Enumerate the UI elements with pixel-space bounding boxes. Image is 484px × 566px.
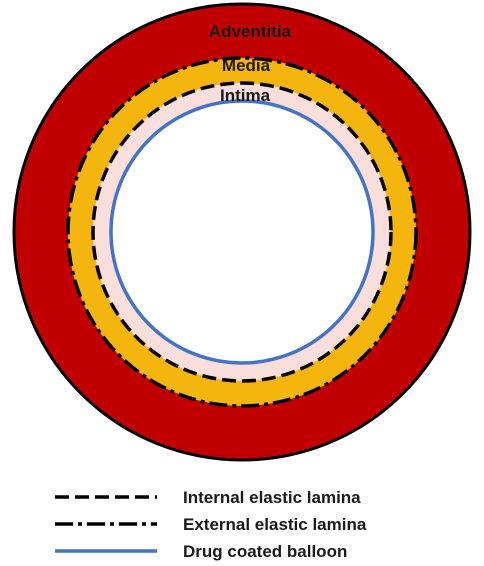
legend: Internal elastic lamina External elastic… [55,488,367,561]
legend-internal-elastic-lamina-label: Internal elastic lamina [183,488,361,507]
drug-coated-balloon-line [109,99,375,365]
media-label: Media [222,56,271,75]
legend-drug-coated-balloon-label: Drug coated balloon [183,542,347,561]
internal-elastic-lamina-line [91,81,393,383]
legend-external-elastic-lamina-label: External elastic lamina [183,515,367,534]
external-elastic-lamina-line [66,56,418,408]
adventitia-label: Adventitia [209,22,292,41]
intima-label: Intima [220,86,271,105]
lumen [111,101,373,363]
